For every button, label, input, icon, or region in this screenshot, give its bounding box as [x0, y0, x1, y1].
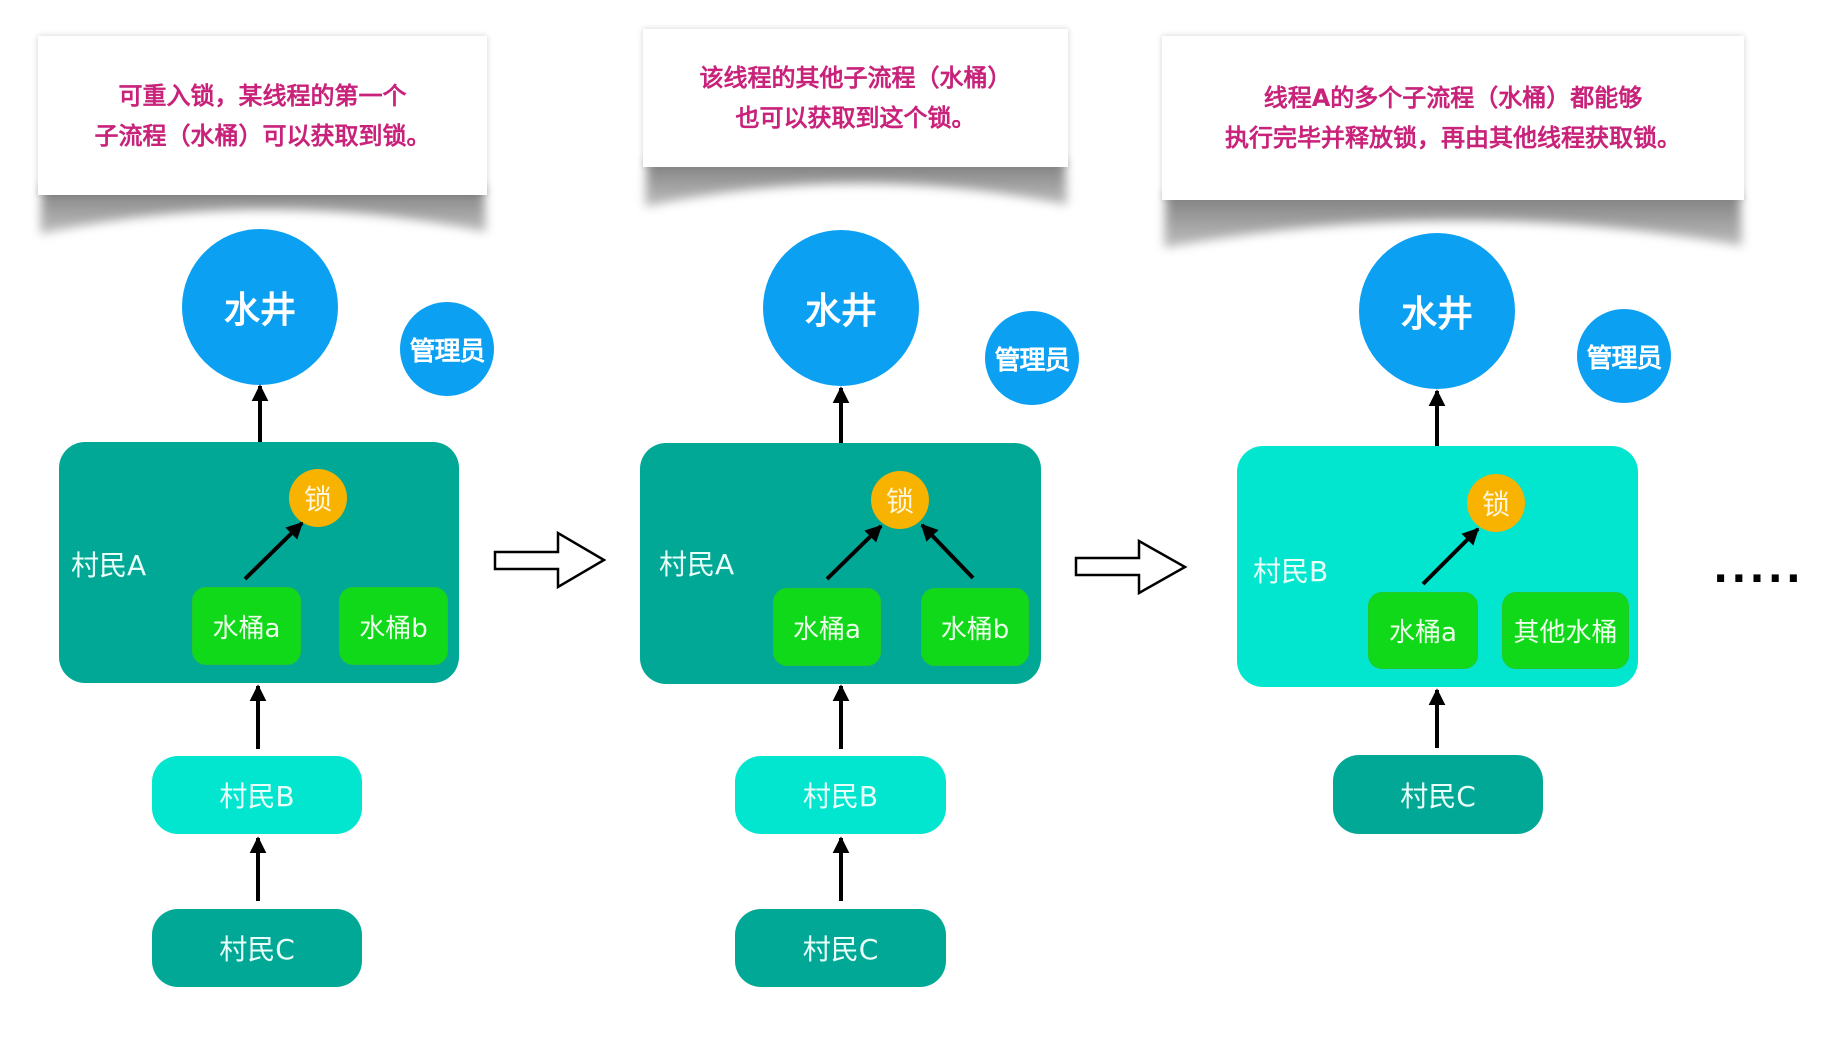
- bucket-a: 水桶a: [1368, 592, 1478, 669]
- bucket-a: 水桶a: [192, 587, 301, 665]
- holder-label: 村民A: [71, 549, 147, 582]
- villager-label: 村民B: [802, 780, 879, 813]
- lock-label: 锁: [303, 483, 332, 516]
- lock-label: 锁: [885, 485, 914, 518]
- admin-label: 管理员: [994, 345, 1070, 376]
- lock-circle: 锁: [289, 469, 347, 527]
- card-curl-shadow: [40, 186, 486, 234]
- waiting-villager-2: 村民C: [735, 909, 946, 987]
- bucket-b: 水桶b: [339, 587, 448, 665]
- bucket-label: 水桶b: [940, 614, 1010, 645]
- well-circle: 水井: [763, 230, 919, 386]
- bucket-label: 水桶a: [793, 614, 861, 645]
- villager-label: 村民B: [219, 780, 295, 813]
- admin-circle: 管理员: [400, 302, 494, 396]
- well-label: 水井: [804, 291, 877, 332]
- holder-label: 村民A: [659, 548, 735, 581]
- bucket-label: 水桶a: [212, 613, 281, 644]
- waiting-villager-1: 村民B: [735, 756, 946, 834]
- well-circle: 水井: [182, 229, 338, 385]
- waiting-villager-1: 村民B: [152, 756, 362, 834]
- caption-line-1: 该线程的其他子流程（水桶）: [699, 64, 1012, 92]
- caption-line-1: 可重入锁，某线程的第一个: [118, 81, 407, 110]
- villager-label: 村民C: [1400, 779, 1476, 813]
- admin-circle: 管理员: [985, 311, 1079, 405]
- caption-line-2: 也可以获取到这个锁。: [735, 104, 976, 132]
- card-curl-shadow: [645, 161, 1067, 207]
- well-label: 水井: [223, 290, 296, 331]
- well-label: 水井: [1400, 294, 1473, 335]
- admin-circle: 管理员: [1577, 309, 1671, 403]
- bucket-label: 水桶a: [1389, 618, 1457, 648]
- bucket-a: 水桶a: [773, 588, 881, 666]
- transition-arrow-1: [493, 530, 607, 590]
- holder-label: 村民B: [1253, 555, 1329, 588]
- admin-label: 管理员: [1586, 343, 1662, 374]
- admin-label: 管理员: [409, 336, 485, 367]
- villager-label: 村民C: [802, 933, 879, 966]
- lock-circle: 锁: [871, 471, 929, 529]
- bucket-label: 水桶b: [359, 613, 428, 644]
- caption-line-2: 执行完毕并释放锁，再由其他线程获取锁。: [1225, 124, 1681, 152]
- waiting-villager-2: 村民C: [152, 909, 362, 987]
- bucket-other: 其他水桶: [1502, 592, 1629, 669]
- villager-label: 村民C: [219, 933, 295, 966]
- bucket-b: 水桶b: [921, 588, 1029, 666]
- bucket-label: 其他水桶: [1513, 618, 1618, 648]
- lock-label: 锁: [1481, 488, 1510, 521]
- continuation-ellipsis: .....: [1713, 546, 1804, 592]
- lock-circle: 锁: [1467, 474, 1525, 532]
- well-circle: 水井: [1359, 233, 1515, 389]
- transition-arrow-2: [1074, 538, 1188, 596]
- caption-line-2: 子流程（水桶）可以获取到锁。: [94, 121, 431, 150]
- waiting-villager-1: 村民C: [1333, 755, 1543, 834]
- card-curl-shadow: [1164, 194, 1742, 248]
- caption-line-1: 线程A的多个子流程（水桶）都能够: [1263, 84, 1643, 112]
